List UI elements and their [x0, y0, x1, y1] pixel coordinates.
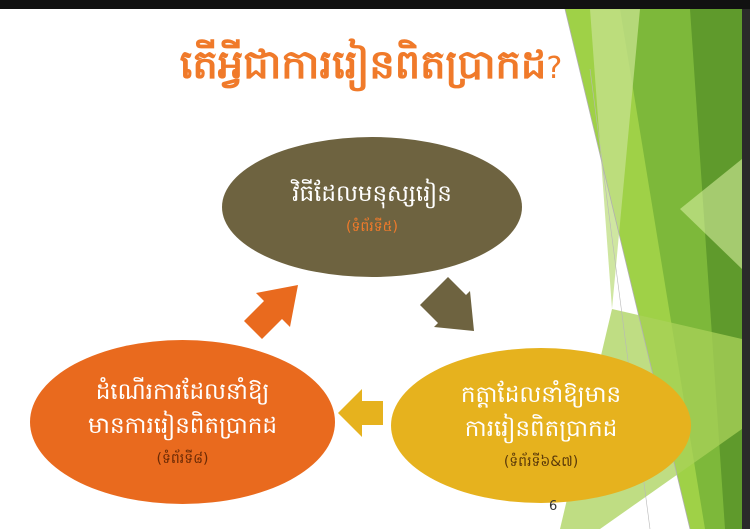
bubble-learning-process: ដំណើរការដែលនាំឱ្យ មានការរៀនពិតប្រាកដ (ទំ… — [30, 340, 335, 504]
slide-title-text: តើអ្វីជាការរៀនពិតប្រាកដ — [179, 42, 547, 88]
bubble-top-label: វិធីដែលមនុស្សរៀន — [292, 180, 452, 207]
slide-title: តើអ្វីជាការរៀនពិតប្រាកដ? — [0, 39, 742, 98]
bubble-how-people-learn: វិធីដែលមនុស្សរៀន (ទំព័រទី៥) — [222, 137, 522, 277]
bubble-left-label-line1: ដំណើរការដែលនាំឱ្យ — [95, 378, 270, 405]
question-mark: ? — [546, 51, 563, 86]
presentation-slide: តើអ្វីជាការរៀនពិតប្រាកដ? វិធីដែលមនុស្សរៀ… — [0, 9, 742, 529]
bubble-left-page-ref: (ទំព័រទី៨) — [156, 450, 209, 467]
arrow-right-to-left-icon — [338, 389, 383, 437]
arrow-left-to-top-icon — [244, 285, 298, 339]
bubble-learning-factors: កត្តាដែលនាំឱ្យមាន ការរៀនពិតប្រាកដ (ទំព័រ… — [391, 348, 691, 503]
cycle-arrows — [244, 277, 474, 437]
bubble-top-page-ref: (ទំព័រទី៥) — [346, 218, 398, 235]
window-right-strip — [742, 9, 750, 529]
bubble-right-label-line1: កត្តាដែលនាំឱ្យមាន — [460, 382, 622, 408]
window-top-bar — [0, 0, 750, 9]
arrow-top-to-right-icon — [420, 277, 474, 331]
slide-page-number: 6 — [549, 499, 558, 514]
bubble-left-label-line2: មានការរៀនពិតប្រាកដ — [88, 412, 277, 439]
bubble-right-label-line2: ការរៀនពិតប្រាកដ — [464, 416, 618, 442]
bubble-right-page-ref: (ទំព័រទី៦&៧) — [503, 454, 579, 470]
